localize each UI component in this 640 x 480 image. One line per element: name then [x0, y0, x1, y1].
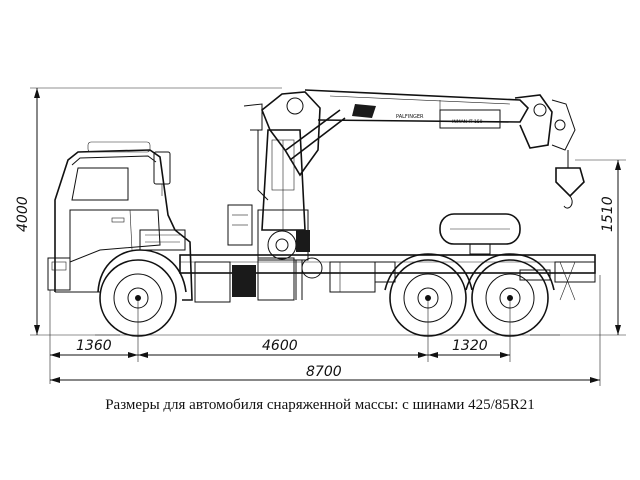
front-wheel-arch	[97, 249, 187, 293]
drawing-caption: Размеры для автомобиля снаряженной массы…	[105, 397, 535, 413]
front-wheel	[99, 259, 177, 337]
dim-overall-height: 4000	[15, 196, 31, 232]
dim-front-overhang: 1360	[76, 338, 112, 354]
truck-cab	[47, 141, 193, 301]
rear-wheel-1	[384, 253, 473, 337]
dim-axle-spacing: 1320	[452, 338, 488, 354]
dim-wheelbase: 4600	[262, 338, 298, 354]
crane: PALFINGER INMAN IT 150	[243, 89, 585, 300]
truck-crane-drawing: 4000 1510 1360 4600 1320 8700	[15, 87, 626, 386]
dimension-lines	[30, 87, 626, 386]
dim-overall-length: 8700	[306, 364, 342, 380]
dim-hook-height: 1510	[600, 196, 616, 232]
chassis-frame	[179, 254, 596, 301]
spare-wheel	[439, 213, 521, 255]
mid-equipment	[194, 204, 396, 303]
crane-brand-label: PALFINGER	[396, 114, 424, 120]
rear-wheel-2	[465, 253, 555, 337]
crane-model-label: INMAN IT 150	[452, 119, 483, 125]
